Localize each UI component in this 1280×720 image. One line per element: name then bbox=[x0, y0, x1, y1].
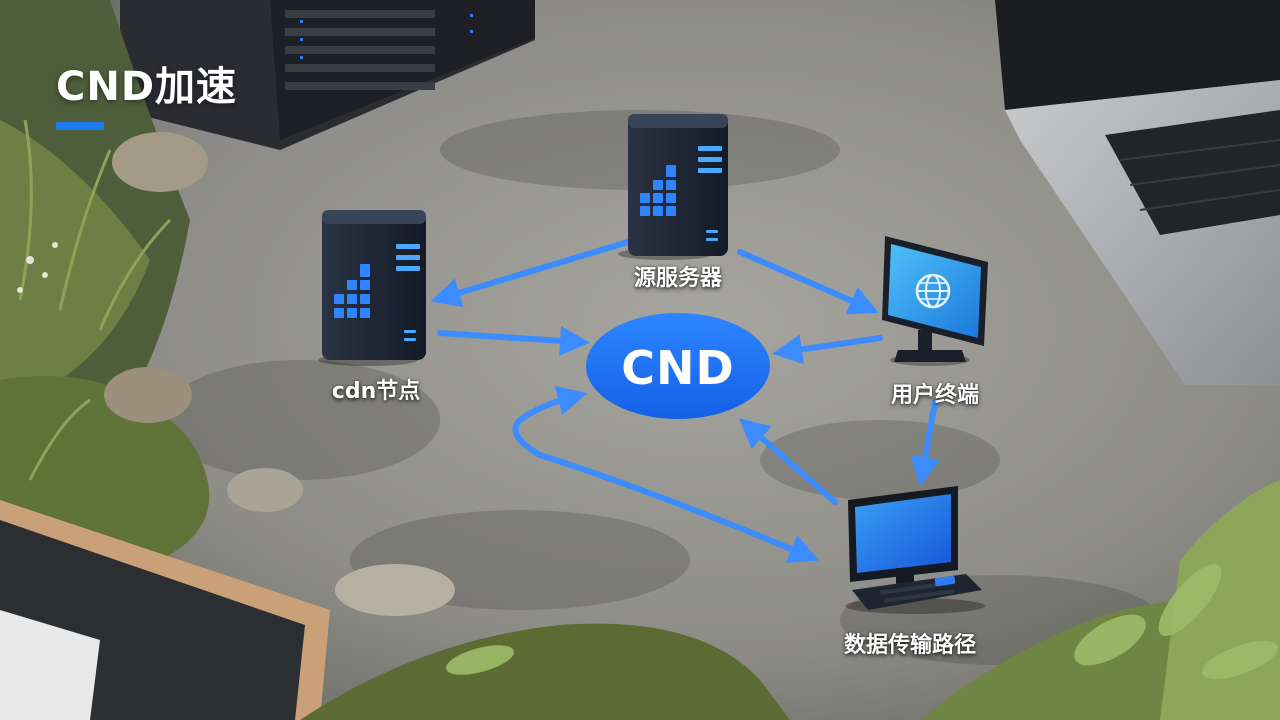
origin-server-icon bbox=[618, 114, 728, 260]
data-path-label: 数据传输路径 bbox=[843, 633, 977, 658]
background-notebook bbox=[0, 500, 330, 720]
diagram-arrows bbox=[430, 239, 940, 563]
arrow-path-loop bbox=[512, 385, 820, 563]
background-laptop bbox=[995, 0, 1280, 385]
cdn-node-server-icon bbox=[318, 210, 426, 366]
page-title: CND加速 bbox=[56, 64, 238, 110]
title-accent-bar bbox=[56, 122, 104, 130]
arrow-origin-to-cdn bbox=[430, 239, 631, 308]
background-server-rack bbox=[120, 0, 535, 150]
arrow-user-to-hub bbox=[772, 334, 883, 365]
arrow-user-to-path bbox=[910, 399, 940, 487]
left-vegetation bbox=[0, 0, 455, 616]
arrow-origin-to-user bbox=[737, 249, 879, 315]
cdn-node-label: cdn节点 bbox=[331, 379, 421, 404]
bottom-vegetation bbox=[300, 480, 1280, 720]
hub-label: CND bbox=[621, 341, 735, 395]
hub-ellipse bbox=[586, 313, 770, 419]
arrow-cdn-to-hub bbox=[437, 325, 590, 356]
data-path-desktop-icon bbox=[845, 486, 985, 614]
user-terminal-label: 用户终端 bbox=[890, 383, 980, 408]
origin-server-label: 源服务器 bbox=[633, 266, 723, 291]
user-terminal-monitor-icon bbox=[882, 236, 988, 366]
